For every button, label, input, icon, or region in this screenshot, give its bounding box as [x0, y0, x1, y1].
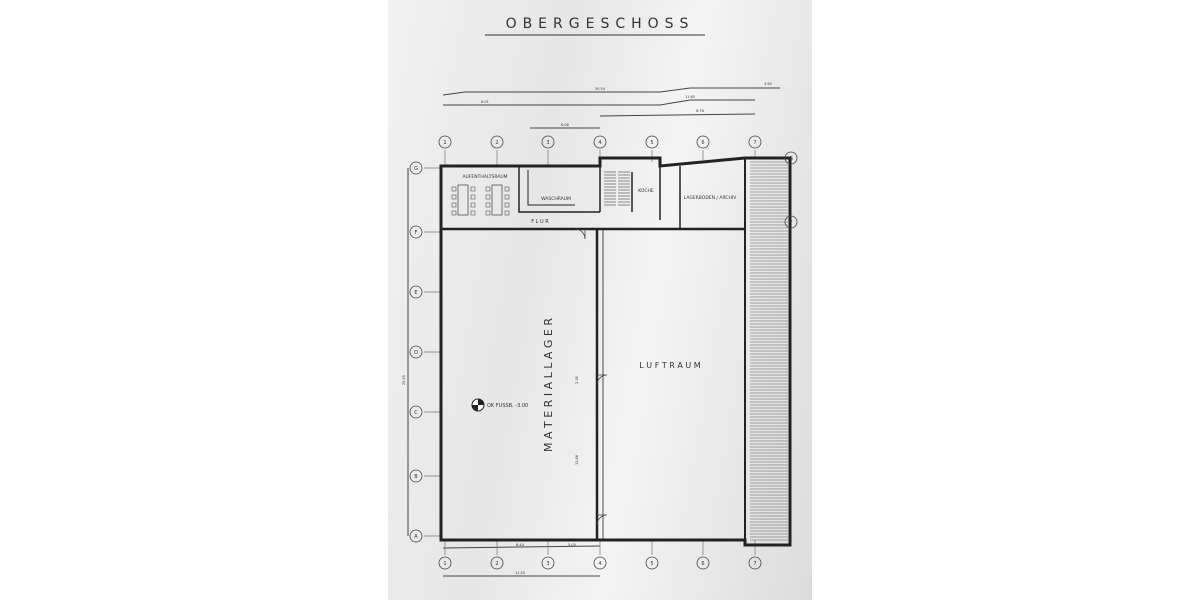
furniture-chairs	[451, 186, 510, 216]
grid-axis-label: D	[414, 350, 418, 356]
grid-axis-marker	[696, 135, 710, 149]
grid-axis-label: 1	[443, 561, 446, 567]
building-walls	[439, 156, 792, 547]
grid-axis-marker	[409, 405, 423, 419]
grid-axis-marker	[438, 135, 452, 149]
dim: 25.45	[402, 375, 406, 385]
grid-axis-marker	[696, 556, 710, 570]
grid-axis-label: 3	[546, 561, 549, 567]
grid-axis-label: A	[414, 534, 418, 540]
grid-axis-marker	[593, 135, 607, 149]
grid-axis-label: 2	[495, 561, 498, 567]
dim-overall: 30.54	[595, 87, 606, 91]
grid-axis-marker	[409, 225, 423, 239]
dim: 5.05	[568, 543, 576, 547]
dimension-line	[442, 545, 601, 549]
room-label-lager-archiv: LAGERBODEN / ARCHIV	[684, 195, 738, 201]
grid-axis-marker	[541, 556, 555, 570]
dim: 6.06	[561, 123, 569, 127]
dim: 11.65	[685, 95, 695, 99]
room-label-materiallager: M A T E R I A L L A G E R	[542, 318, 555, 452]
grid-axis-label: B	[414, 474, 418, 480]
grid-axis-marker	[409, 285, 423, 299]
grid-lines	[424, 150, 756, 555]
staircase	[604, 171, 630, 206]
grid-axis-marker	[593, 556, 607, 570]
level-marker-icon	[471, 398, 485, 412]
grid-axis-label: C	[414, 410, 418, 416]
grid-axis-marker	[490, 135, 504, 149]
grid-axis-label: 5	[650, 140, 653, 146]
grid-axis-label: 3	[546, 140, 549, 146]
room-label-waschraum: WASCHRAUM	[541, 196, 571, 202]
dim: 8.01	[481, 100, 489, 104]
grid-axis-label: G	[789, 156, 793, 162]
plan-title: OBERGESCHOSS	[506, 16, 695, 32]
room-label-flur: F L U R	[531, 219, 549, 225]
grid-axis-marker	[645, 556, 659, 570]
grid-axis-marker	[541, 135, 555, 149]
grid-axis-marker	[748, 556, 762, 570]
dim: 3.92	[764, 82, 772, 86]
level-mark-label: OK FUSSB. -3.00	[487, 403, 528, 409]
dim: 11.86	[575, 455, 579, 465]
grid-axis-marker	[490, 556, 504, 570]
dimension-line	[599, 113, 756, 117]
grid-axis-label: F	[790, 220, 793, 226]
dim: 2.05	[575, 376, 579, 384]
grid-axis-label: 7	[753, 561, 756, 567]
grid-axis-marker	[645, 135, 659, 149]
grid-axis-label: 6	[701, 561, 704, 567]
grid-axis-marker	[438, 556, 452, 570]
grid-axis-label: 7	[753, 140, 756, 146]
grid-axis-marker	[409, 345, 423, 359]
room-label-luftraum: L U F T R A U M	[639, 361, 700, 370]
grid-axis-label: E	[414, 290, 417, 296]
dim: 6.44	[516, 543, 525, 547]
grid-axis-marker	[409, 469, 423, 483]
dimension-line	[443, 99, 755, 106]
grid-axis-label: 6	[701, 140, 704, 146]
grid-axis-label: 4	[598, 140, 601, 146]
grid-axis-label: G	[414, 166, 418, 172]
dimension-line	[442, 87, 780, 96]
doors	[574, 228, 608, 526]
grid-axis-marker	[784, 215, 798, 229]
grid-axis-label: 1	[443, 140, 446, 146]
furniture-tables	[457, 184, 503, 216]
grid-axis-marker	[784, 151, 798, 165]
dim: 6.76	[696, 109, 704, 113]
grid-axis-label: 4	[598, 561, 601, 567]
grid-axis-marker	[409, 161, 423, 175]
dim: 11.55	[515, 571, 525, 575]
room-label-kueche: KÜCHE	[638, 187, 654, 194]
grid-axis-label: 5	[650, 561, 653, 567]
grid-axis-label: F	[415, 230, 418, 236]
grid-axis-label: 2	[495, 140, 498, 146]
grid-axis-marker	[748, 135, 762, 149]
ramp-hatching	[750, 161, 788, 541]
grid-axis-marker	[409, 529, 423, 543]
room-label-aufenthaltsraum: AUFENTHALTSRAUM	[462, 174, 507, 180]
